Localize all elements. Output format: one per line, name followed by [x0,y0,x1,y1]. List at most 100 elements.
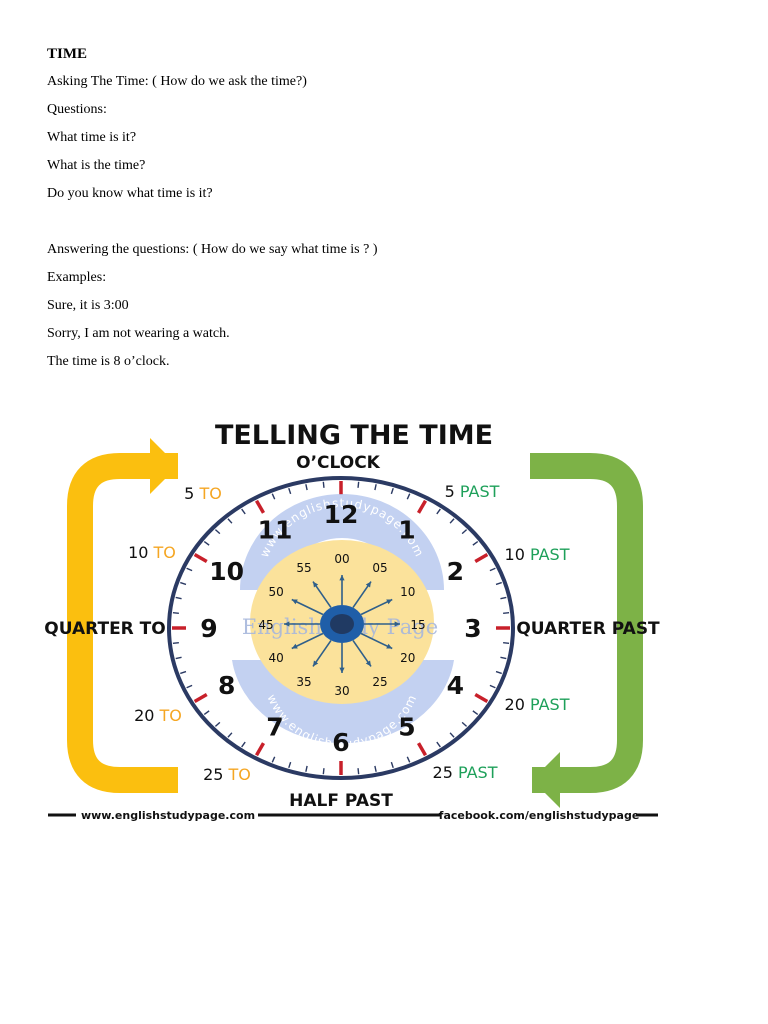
clock-face: www.englishstudypage.com www.englishstud… [167,476,515,780]
minute-arrow [360,598,393,616]
minute-number: 00 [334,552,349,566]
twenty-past-label: 20 PAST [505,695,570,714]
example-line: The time is 8 o’clock. [47,354,170,369]
hour-number: 10 [209,557,244,586]
minute-arrow [352,639,372,667]
minute-number: 25 [372,675,387,689]
quarter-past-label: QUARTER PAST [516,619,660,639]
minute-tick [186,684,193,689]
doc-title: TIME [47,46,88,62]
minute-tick [503,611,510,614]
minute-arrow [364,621,400,627]
minute-tick [472,710,479,715]
minute-arrow [312,581,332,609]
minute-tick [406,493,411,500]
minute-number: 20 [400,651,415,665]
five-to-label: 5 TO [184,484,222,503]
five-minute-tick [474,552,489,564]
minute-arrow [291,598,324,616]
minute-number: 35 [296,675,311,689]
minute-tick [489,567,496,572]
minute-tick [357,481,360,488]
minute-number: 10 [400,585,415,599]
watermark-band-top [240,494,444,590]
five-minute-tick [416,499,428,514]
minute-tick [172,611,179,614]
minute-tick [390,761,394,769]
minute-tick [305,765,308,772]
example-line: Sorry, I am not wearing a watch. [47,326,230,341]
hour-number: 6 [332,728,349,757]
hour-number: 11 [258,515,293,544]
minute-tick [390,487,394,495]
minute-tick [322,481,325,488]
minute-arrow [291,632,324,650]
minute-tick [322,768,325,775]
minute-tick [227,518,233,524]
minute-tick [436,508,441,515]
minute-tick [436,741,441,748]
minute-arrow [284,621,320,627]
footer-right-url: facebook.com/englishstudypage [439,809,640,822]
five-minute-tick [254,742,266,757]
minute-tick [374,484,377,491]
half-past-label: HALF PAST [289,791,393,811]
document-text: TIME Asking The Time: ( How do we ask th… [47,40,727,376]
minute-tick [495,670,502,675]
minute-tick [175,596,182,600]
hour-number: 1 [398,515,415,544]
question-line: What time is it? [47,130,137,145]
question-line: What is the time? [47,158,146,173]
five-minute-ticks [172,481,510,775]
five-past-label: 5 PAST [445,482,500,501]
five-minute-tick [193,692,208,704]
minute-tick [374,765,377,772]
minute-tick [472,541,479,546]
minute-tick [500,596,507,600]
minute-tick [214,721,221,727]
ten-to-label: 10 TO [128,543,176,562]
telling-time-figure: TELLING THE TIME O’CLOCK HALF PAST QUART… [44,420,660,822]
minute-tick [203,710,210,715]
minute-tick [241,508,246,515]
minute-tick [180,670,187,675]
hour-number: 12 [324,500,359,529]
five-minute-tick [474,692,489,704]
questions-label: Questions: [47,102,107,117]
minute-arrow [312,639,332,667]
figure-title: TELLING THE TIME [215,420,493,451]
minute-number: 55 [296,561,311,575]
five-minute-tick [416,742,428,757]
minute-tick [449,518,455,524]
minute-tick [271,493,276,500]
minute-tick [203,541,210,546]
asking-heading: Asking The Time: ( How do we ask the tim… [47,74,307,89]
minute-tick [180,581,187,586]
minute-arrow [339,575,345,605]
footer-left-url: www.englishstudypage.com [81,809,255,822]
minute-number: 05 [372,561,387,575]
minute-number: 40 [269,651,284,665]
minute-arrow [360,632,393,650]
paragraph-gap [47,208,727,236]
minute-arrow [352,581,372,609]
five-minute-tick [193,552,208,564]
hour-number: 8 [218,671,235,700]
center-hub-inner [330,614,354,634]
minute-ticks [172,481,510,775]
hour-number: 7 [266,713,283,742]
minute-tick [305,484,308,491]
minute-tick [186,567,193,572]
minute-number: 50 [269,585,284,599]
hour-number: 5 [398,713,415,742]
past-arrow [530,453,643,808]
hour-number: 4 [447,671,464,700]
minute-tick [503,642,510,645]
examples-label: Examples: [47,270,107,285]
hour-number: 3 [464,614,481,643]
ten-past-label: 10 PAST [505,545,570,564]
minute-tick [489,684,496,689]
minute-tick [214,529,221,535]
